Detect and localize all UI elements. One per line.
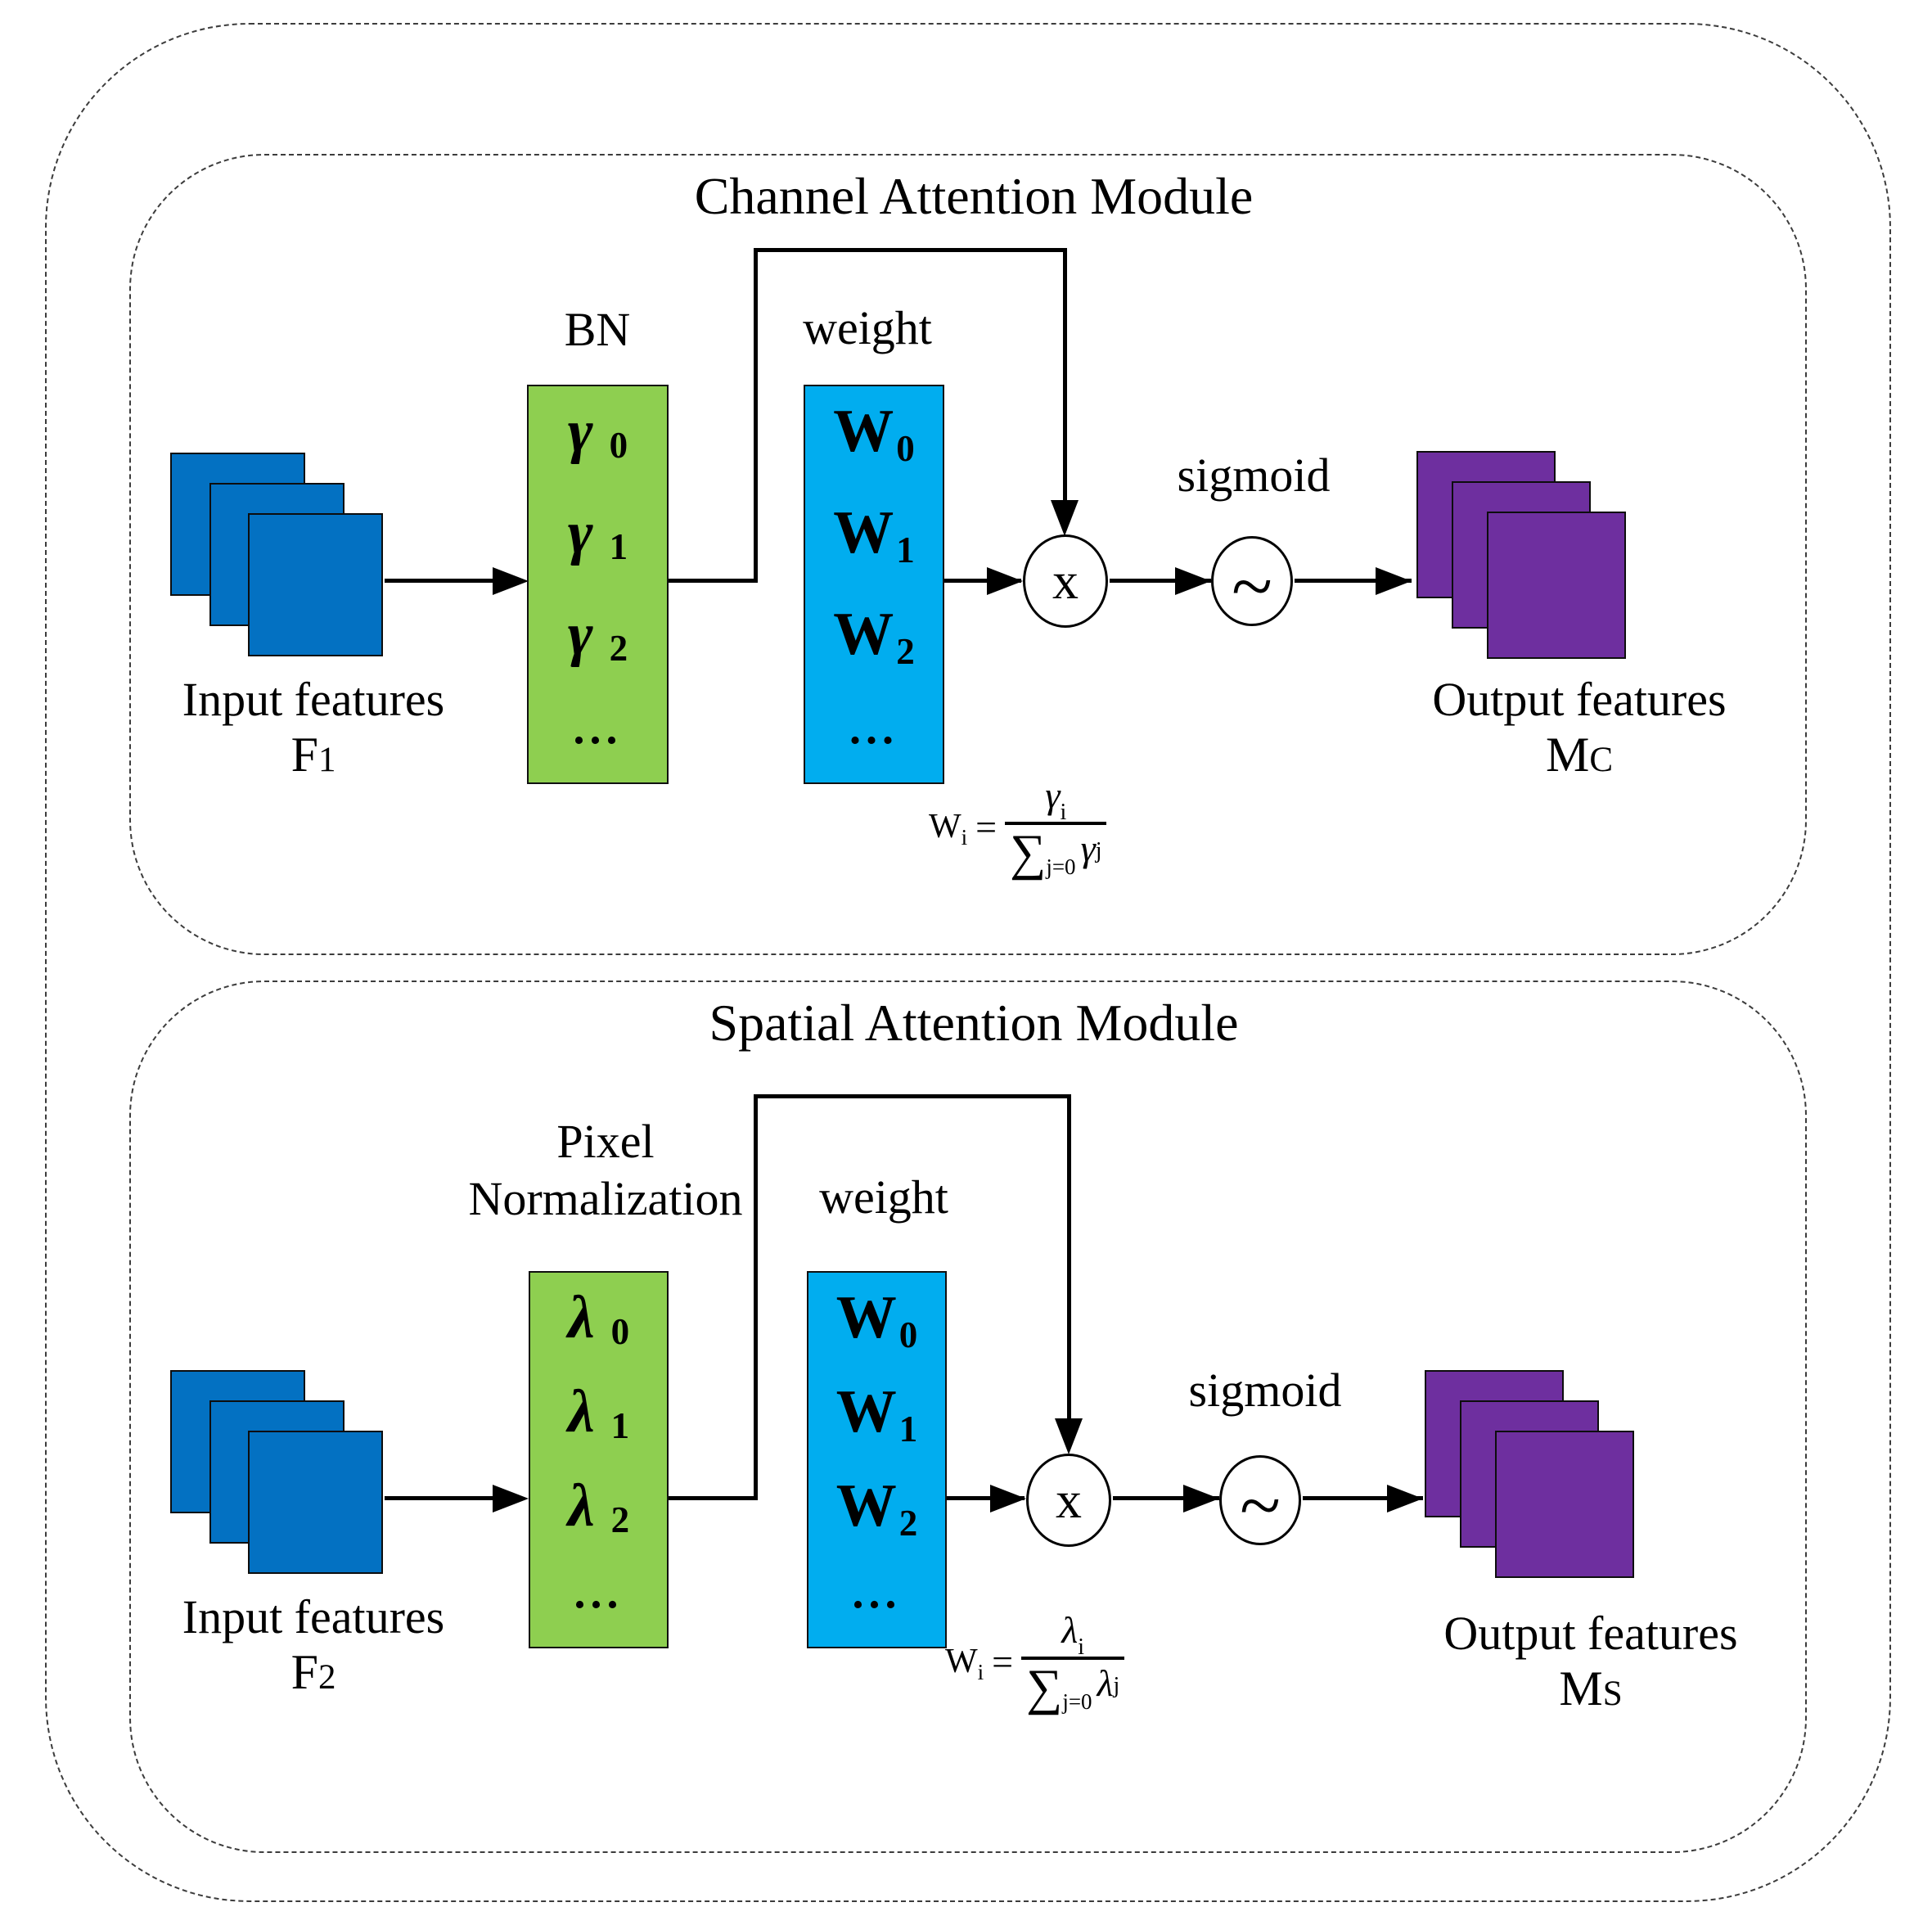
flow-line [1113, 1496, 1219, 1500]
ellipsis-row: ... [852, 1567, 902, 1618]
multiply-symbol: x [1056, 1471, 1082, 1529]
output-name-base: M [1545, 728, 1590, 782]
arrowhead-down-icon [1055, 1418, 1083, 1454]
output-features-label: Output features [1432, 673, 1727, 726]
channel-module-title: Channel Attention Module [694, 167, 1254, 225]
arrowhead-right-icon [987, 567, 1023, 595]
input-features-label: Input features [182, 1590, 445, 1643]
output-features-label: Output features [1443, 1607, 1738, 1660]
multiply-node: x [1026, 1454, 1111, 1547]
feedback-line [1063, 248, 1067, 503]
input-name-base: F [290, 728, 318, 782]
feedback-line [754, 1096, 758, 1500]
spatial-weight-box: W0 W1 W2 ... [807, 1271, 947, 1648]
input-name-sub: 1 [317, 741, 336, 779]
weight-label: weight [803, 301, 932, 354]
input-features-name: F2 [109, 1643, 518, 1702]
ellipsis-row: ... [849, 703, 898, 754]
output-name-sub: S [1602, 1675, 1623, 1713]
channel-weight-box: W0 W1 W2 ... [804, 385, 944, 784]
output-features-name: MC [1367, 725, 1792, 784]
flow-line [1295, 579, 1412, 583]
flow-line [385, 1496, 496, 1500]
weight-row-1: W1 [833, 499, 915, 570]
flow-line [947, 1496, 1025, 1500]
input-name-sub: 2 [317, 1658, 336, 1697]
feedback-line [669, 1496, 755, 1500]
channel-module-frame [129, 154, 1807, 955]
sigmoid-node: ~ [1219, 1455, 1301, 1545]
feedback-line [754, 250, 758, 583]
bn-label: BN [564, 303, 631, 356]
weight-row-2: W2 [833, 601, 915, 672]
flow-line [944, 579, 1021, 583]
output-features-name: MS [1378, 1659, 1804, 1718]
weight-row-0: W0 [833, 398, 915, 469]
feedback-line [1067, 1094, 1071, 1420]
feedback-line [754, 1094, 1071, 1098]
arrowhead-right-icon [493, 567, 529, 595]
multiply-symbol: x [1052, 552, 1079, 610]
weight-row-1: W1 [835, 1378, 918, 1449]
input-feature-map [248, 513, 383, 656]
output-name-sub: C [1589, 741, 1614, 779]
arrowhead-right-icon [1183, 1485, 1219, 1512]
sigmoid-label: sigmoid [1177, 449, 1331, 502]
input-features-label: Input features [182, 673, 445, 726]
multiply-node: x [1023, 534, 1108, 628]
flow-line [385, 579, 496, 583]
pixel-normalization-label: Pixel Normalization [468, 1115, 743, 1225]
sigmoid-node: ~ [1211, 536, 1293, 626]
spatial-module-frame [129, 981, 1807, 1853]
weight-label: weight [819, 1170, 948, 1224]
spatial-module-title: Spatial Attention Module [709, 994, 1239, 1052]
arrowhead-right-icon [1387, 1485, 1423, 1512]
output-feature-map [1495, 1431, 1634, 1578]
input-name-base: F [290, 1645, 318, 1699]
arrowhead-right-icon [1175, 567, 1211, 595]
flow-line [1110, 579, 1211, 583]
ellipsis-row: ... [573, 703, 623, 754]
input-feature-map [248, 1431, 383, 1574]
feedback-line [669, 579, 758, 583]
arrowhead-down-icon [1051, 500, 1079, 536]
arrowhead-right-icon [990, 1485, 1026, 1512]
outer-dashed-frame [45, 23, 1891, 1902]
weight-row-0: W0 [835, 1284, 918, 1355]
output-name-base: M [1559, 1661, 1603, 1715]
sigmoid-label: sigmoid [1188, 1364, 1342, 1417]
input-features-name: F1 [109, 725, 518, 784]
arrowhead-right-icon [1376, 567, 1412, 595]
weight-row-2: W2 [835, 1472, 918, 1544]
ellipsis-row: ... [574, 1567, 624, 1618]
flow-line [1303, 1496, 1423, 1500]
feedback-line [754, 248, 1067, 252]
arrowhead-right-icon [493, 1485, 529, 1512]
output-feature-map [1487, 512, 1626, 659]
